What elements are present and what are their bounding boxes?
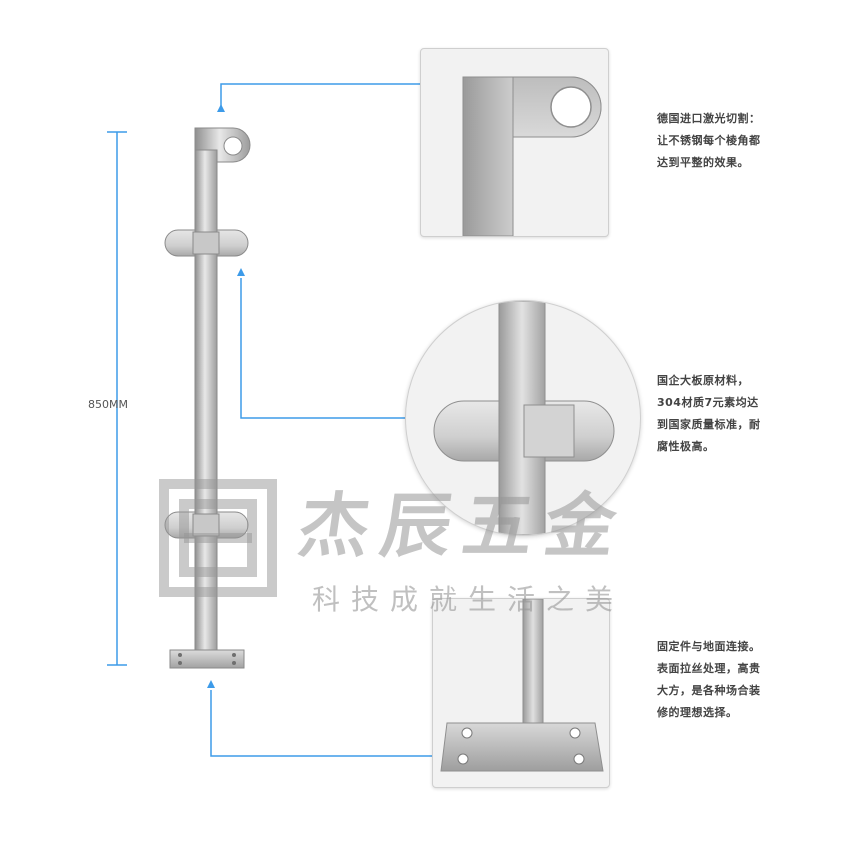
callout-top-line	[220, 83, 420, 110]
detail-top-cap-illustration	[462, 76, 602, 236]
detail-clamp-illustration	[433, 301, 615, 535]
watermark-slogan: 科技成就生活之美	[312, 583, 625, 616]
callout-middle-arrow	[237, 268, 245, 276]
detail-base-plate-illustration	[440, 599, 604, 772]
detail-base-plate	[432, 598, 610, 788]
base-plate	[169, 649, 245, 669]
post-top-cap	[194, 127, 251, 173]
callout-middle-line	[240, 278, 406, 419]
callout-bottom-arrow	[207, 680, 215, 688]
feature-text-material: 国企大板原材料，304材质7元素均达到国家质量标准，耐腐性极高。	[657, 374, 761, 453]
upper-clamp-center	[192, 231, 220, 255]
feature-text-laser-cut: 德国进口激光切割：让不锈钢每个棱角都达到平整的效果。	[657, 112, 761, 169]
detail-clamp	[405, 300, 641, 536]
callout-top-arrow	[217, 104, 225, 112]
upper-clamp-right	[216, 229, 249, 257]
logo-mark-icon	[159, 479, 277, 597]
feature-text-base: 固定件与地面连接。表面拉丝处理，高贵大方，是各种场合装修的理想选择。	[657, 640, 761, 719]
post-top-ring-hole	[223, 136, 243, 156]
detail-top-cap	[420, 48, 609, 237]
upper-clamp-left	[164, 229, 196, 257]
base-plate-holes	[178, 653, 236, 665]
callout-bottom-line	[210, 690, 432, 757]
height-label: 850MM	[88, 398, 128, 411]
watermark-brand-name: 杰辰五金	[293, 484, 634, 567]
